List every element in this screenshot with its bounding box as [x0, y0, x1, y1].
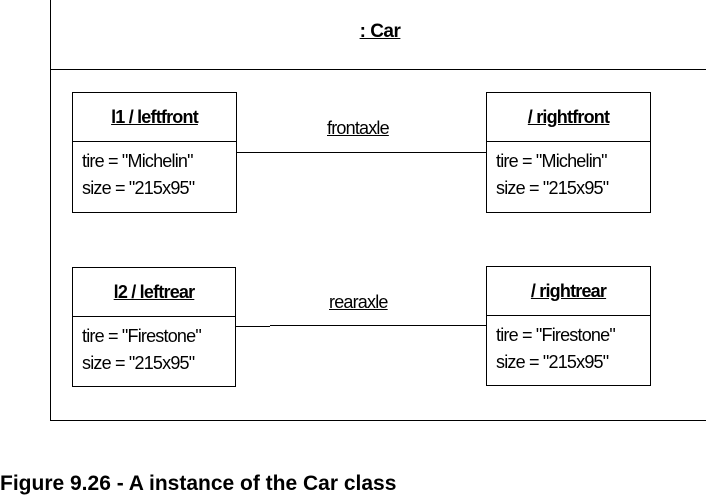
part-leftrear-attributes: tire = "Firestone" size = "215x95": [82, 323, 233, 377]
rearaxle-connector-stub: [236, 326, 270, 327]
attribute-tire: tire = "Firestone": [82, 326, 202, 346]
attribute-size: size = "215x95": [496, 352, 609, 372]
attribute-tire: tire = "Michelin": [82, 151, 194, 171]
class-name-label: : Car: [359, 21, 401, 42]
frame-bottom-border: [50, 420, 706, 421]
part-rightfront-title: / rightfront: [487, 93, 650, 142]
part-rightrear-attributes: tire = "Firestone" size = "215x95": [496, 322, 648, 376]
figure-caption: Figure 9.26 - A instance of the Car clas…: [0, 472, 397, 495]
attribute-size: size = "215x95": [496, 178, 609, 198]
part-leftfront-title: l1 / leftfront: [73, 93, 236, 142]
part-rightrear: / rightrear tire = "Firestone" size = "2…: [486, 266, 651, 386]
part-leftfront: l1 / leftfront tire = "Michelin" size = …: [72, 92, 237, 213]
frame-left-border: [50, 0, 51, 421]
part-rightfront-attributes: tire = "Michelin" size = "215x95": [496, 148, 648, 202]
part-rightrear-title: / rightrear: [487, 267, 650, 316]
part-leftfront-attributes: tire = "Michelin" size = "215x95": [82, 148, 234, 202]
rearaxle-connector: [270, 325, 486, 326]
attribute-tire: tire = "Michelin": [496, 151, 608, 171]
frame-name-separator: [50, 69, 706, 70]
part-leftrear-title: l2 / leftrear: [73, 268, 235, 317]
part-leftrear: l2 / leftrear tire = "Firestone" size = …: [72, 267, 236, 387]
frontaxle-label: frontaxle: [327, 118, 390, 138]
attribute-size: size = "215x95": [82, 178, 195, 198]
frontaxle-connector: [236, 152, 487, 153]
attribute-size: size = "215x95": [82, 353, 195, 373]
rearaxle-label: rearaxle: [329, 292, 388, 312]
attribute-tire: tire = "Firestone": [496, 325, 616, 345]
part-rightfront: / rightfront tire = "Michelin" size = "2…: [486, 92, 651, 213]
